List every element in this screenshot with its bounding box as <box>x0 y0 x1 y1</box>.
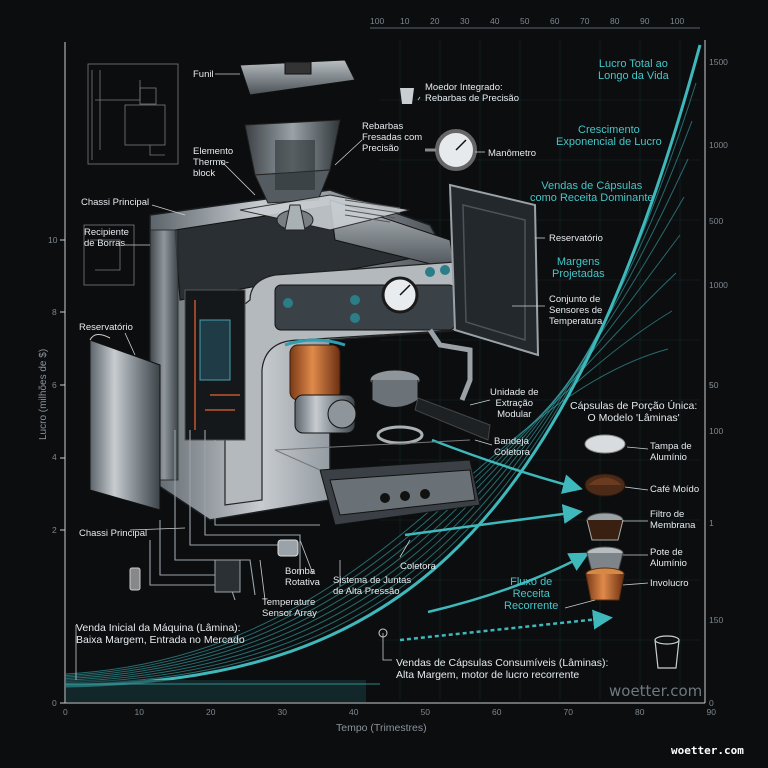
label-venda-inicial: Venda Inicial da Máquina (Lâmina): Baixa… <box>76 622 245 646</box>
label-pote: Pote de Alumínio <box>650 547 687 569</box>
yticksR-tick: 500 <box>709 216 724 226</box>
topticks-tick: 30 <box>460 16 470 26</box>
background-grid <box>380 40 700 700</box>
xticks-tick: 70 <box>563 707 573 717</box>
yticksR-tick: 1000 <box>709 140 728 150</box>
yticksR-tick: 150 <box>709 615 724 625</box>
label-unidade: Unidade de Extração Modular <box>490 387 539 420</box>
xticks-tick: 90 <box>706 707 716 717</box>
topticks-tick: 80 <box>610 16 620 26</box>
yticksR-tick: 1 <box>709 518 714 528</box>
label-vendas-capsulas: Vendas de Cápsulas Consumíveis (Lâminas)… <box>396 657 609 681</box>
topticks-tick: 100 <box>670 16 685 26</box>
xticks-tick: 50 <box>420 707 430 717</box>
x-axis-title: Tempo (Trimestres) <box>336 722 427 734</box>
profit-curve <box>65 348 669 675</box>
profit-curve <box>65 82 697 685</box>
cup-icon-top <box>400 88 414 104</box>
label-recipiente: Recipiente de Borras <box>84 227 129 249</box>
label-chassi-top: Chassi Principal <box>81 197 150 208</box>
xticks-tick: 30 <box>277 707 287 717</box>
watermark-inside: woetter.com <box>609 682 703 700</box>
label-fluxo: Fluxo de Receita Recorrente <box>504 576 559 612</box>
yticksL-tick: 2 <box>52 525 57 535</box>
xticks-tick: 0 <box>63 707 68 717</box>
label-rebarbas: Rebarbas Fresadas com Precisão <box>362 121 423 154</box>
label-vendas-receita: Vendas de Cápsulas como Receita Dominant… <box>530 180 654 204</box>
label-reservatorio-right: Reservatório <box>549 233 603 244</box>
label-funil: Funil <box>193 69 214 80</box>
topticks-tick: 70 <box>580 16 590 26</box>
sensor-cylinder <box>129 567 141 591</box>
xticks-tick: 80 <box>635 707 645 717</box>
xticks-tick: 60 <box>492 707 502 717</box>
y-axis-title: Lucro (milhões de $) <box>38 348 49 440</box>
yticksR-tick: 100 <box>709 426 724 436</box>
topticks-tick: 20 <box>430 16 440 26</box>
yticksL-tick: 8 <box>52 307 57 317</box>
topticks-tick: 10 <box>400 16 410 26</box>
label-bomba: Bomba Rotativa <box>285 566 320 588</box>
topticks-tick: 60 <box>550 16 560 26</box>
yticksR-tick: 5 <box>709 380 714 390</box>
xticks-tick: 20 <box>206 707 216 717</box>
label-involucro: Involucro <box>650 578 689 589</box>
yticksR-tick: 0 <box>709 698 714 708</box>
yticksR-tick: 50 <box>709 380 719 390</box>
label-reservatorio-left: Reservatório <box>79 322 133 333</box>
pump-small <box>277 539 299 557</box>
water-reservoir-left <box>89 339 161 511</box>
profit-curve-fan <box>65 44 702 688</box>
topticks-tick: 40 <box>490 16 500 26</box>
yticksR-tick: 1500 <box>709 57 728 67</box>
controller-board <box>214 559 241 593</box>
schematic-topleft <box>83 63 179 286</box>
xticks-tick: 40 <box>349 707 359 717</box>
yticksR-tick: 1000 <box>709 280 728 290</box>
reservoir-panel-right <box>448 183 540 357</box>
label-chassi-bottom: Chassi Principal <box>79 528 148 539</box>
capsule-components <box>584 434 626 601</box>
label-filtro: Filtro de Membrana <box>650 509 696 531</box>
profit-curve <box>65 234 681 679</box>
label-margens: Margens Projetadas <box>552 256 605 280</box>
topticks-tick: 90 <box>640 16 650 26</box>
profit-curve <box>65 310 673 676</box>
label-tampa: Tampa de Alumínio <box>650 441 692 463</box>
label-conjunto: Conjunto de Sensores de Temperatura <box>549 294 603 327</box>
profit-curve <box>65 44 702 688</box>
xticks-tick: 10 <box>134 707 144 717</box>
profit-curve <box>65 158 689 682</box>
label-elemento: Elemento Thermo- block <box>193 146 234 179</box>
flow-arrows <box>399 438 613 642</box>
label-capsulas-title: Cápsulas de Porção Única: O Modelo 'Lâmi… <box>570 400 698 424</box>
label-coletora: Coletora <box>400 561 436 572</box>
yticksL-tick: 10 <box>48 235 58 245</box>
topticks-tick: 100 <box>370 16 385 26</box>
label-temperature: Temperature Sensor Array <box>262 597 317 619</box>
yticksL-tick: 4 <box>52 452 57 462</box>
y-ticks-left <box>60 239 65 704</box>
profit-curve <box>65 196 685 681</box>
label-lucro-total: Lucro Total ao Longo da Vida <box>598 58 669 82</box>
label-crescimento: Crescimento Exponencial de Lucro <box>556 124 662 148</box>
espresso-machine <box>149 59 491 526</box>
profit-curve <box>65 120 693 684</box>
yticksL-tick: 0 <box>52 698 57 708</box>
yticksL-tick: 6 <box>52 380 57 390</box>
external-pressure-gauge <box>425 129 477 171</box>
label-juntas: Sistema de Juntas de Alta Pressão <box>333 575 412 597</box>
baseline-band <box>66 680 366 702</box>
label-moedor: Moedor Integrado: Rebarbas de Precisão <box>425 82 519 104</box>
watermark-corner: woetter.com <box>671 744 744 757</box>
label-manometro: Manômetro <box>488 148 537 159</box>
leader-lines <box>75 73 649 680</box>
label-bandeja: Bandeja Coletora <box>494 436 530 458</box>
topticks-tick: 50 <box>520 16 530 26</box>
label-cafe: Café Moído <box>650 484 700 495</box>
cup-icon-bottom <box>654 635 680 669</box>
